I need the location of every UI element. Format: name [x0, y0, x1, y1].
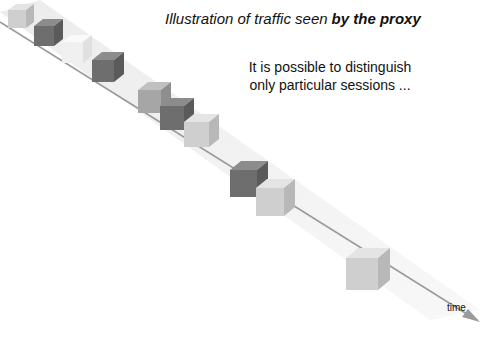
- title-emphasis: by the proxy: [332, 10, 421, 27]
- session-packets: [8, 4, 390, 290]
- note-text: It is possible to distinguish only parti…: [232, 58, 428, 94]
- time-band: [0, 0, 480, 320]
- axis-label: time: [447, 302, 466, 313]
- title-text: Illustration of traffic seen: [165, 10, 328, 27]
- time-axis: [0, 22, 470, 316]
